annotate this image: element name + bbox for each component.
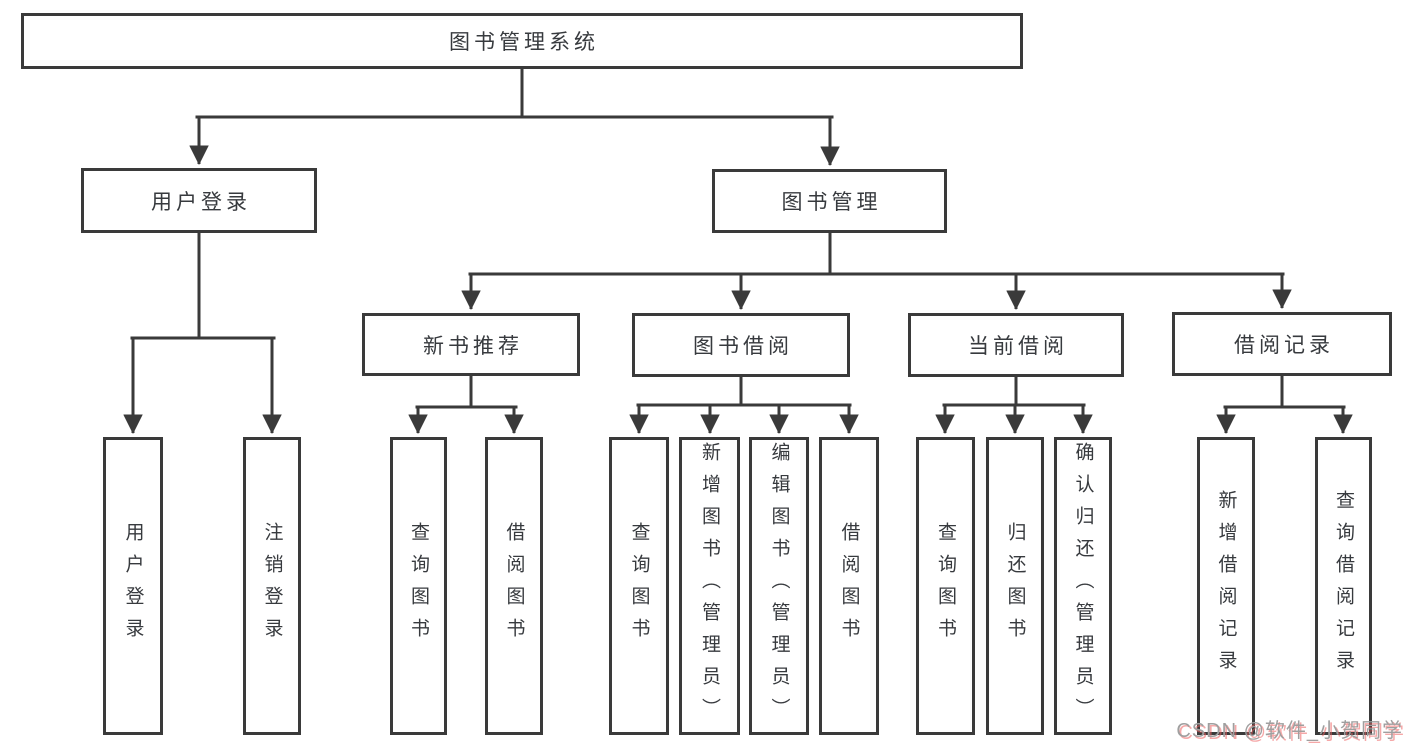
leaf-current-confirm-admin: 确认归还（管理员） <box>1054 437 1112 735</box>
node-borrow-record: 借阅记录 <box>1172 312 1392 376</box>
leaf-newbook-borrow: 借阅图书 <box>485 437 543 735</box>
leaf-current-query: 查询图书 <box>916 437 975 735</box>
leaf-user-login: 用户登录 <box>103 437 163 735</box>
leaf-borrow-add-admin: 新增图书（管理员） <box>679 437 740 735</box>
node-user-login: 用户登录 <box>81 168 317 233</box>
leaf-record-query: 查询借阅记录 <box>1315 437 1372 735</box>
leaf-newbook-query: 查询图书 <box>390 437 447 735</box>
node-current-borrow: 当前借阅 <box>908 313 1124 377</box>
node-root-system: 图书管理系统 <box>21 13 1023 69</box>
node-new-book-recommend: 新书推荐 <box>362 313 580 376</box>
csdn-watermark: CSDN @软件_小贺同学 <box>1176 720 1403 742</box>
node-book-borrow: 图书借阅 <box>632 313 850 377</box>
leaf-logout: 注销登录 <box>243 437 301 735</box>
leaf-borrow-borrow: 借阅图书 <box>819 437 879 735</box>
leaf-record-add: 新增借阅记录 <box>1197 437 1255 735</box>
leaf-current-return: 归还图书 <box>986 437 1044 735</box>
leaf-borrow-edit-admin: 编辑图书（管理员） <box>749 437 809 735</box>
node-book-management: 图书管理 <box>712 169 947 233</box>
leaf-borrow-query: 查询图书 <box>609 437 669 735</box>
